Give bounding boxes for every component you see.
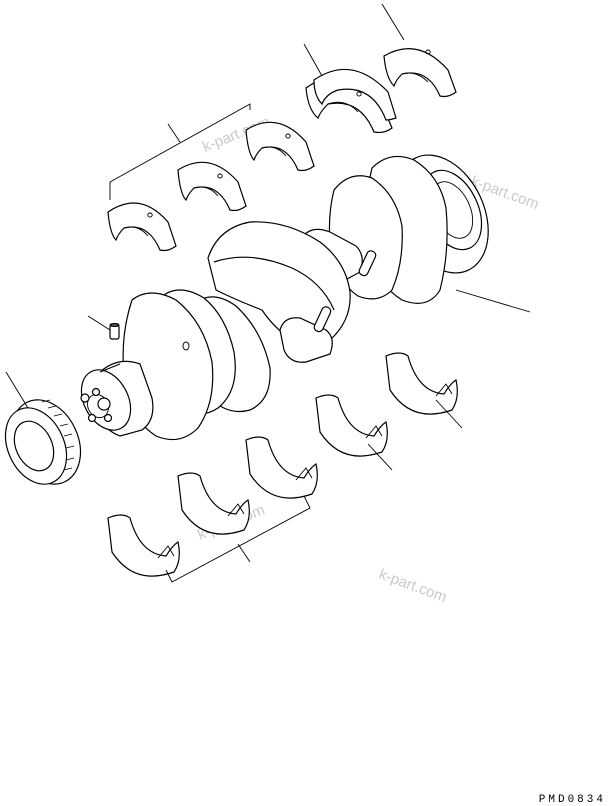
watermark-4: k-part.com — [377, 566, 449, 606]
lower-bearing-shell-4 — [177, 472, 250, 535]
upper-bearing-shell-2 — [177, 161, 247, 212]
lower-bearing-shell-5 — [107, 514, 180, 577]
upper-bearing-shell-1 — [107, 202, 177, 252]
crankshaft — [80, 154, 489, 441]
dowel-pin — [87, 315, 120, 340]
thrust-bearing-shell — [305, 68, 397, 134]
lower-bearing-shell-2 — [315, 394, 388, 457]
drawing-code: PMD0834 — [538, 794, 606, 806]
upper-bearing-shell-3 — [245, 121, 315, 172]
crankshaft-gear — [4, 371, 82, 485]
lower-leaders — [165, 289, 531, 583]
upper-leaders — [109, 3, 405, 200]
lower-bearing-shell-3 — [245, 436, 318, 499]
upper-bearing-shell-4 — [383, 48, 457, 98]
lower-bearing-shell-1 — [385, 352, 458, 415]
